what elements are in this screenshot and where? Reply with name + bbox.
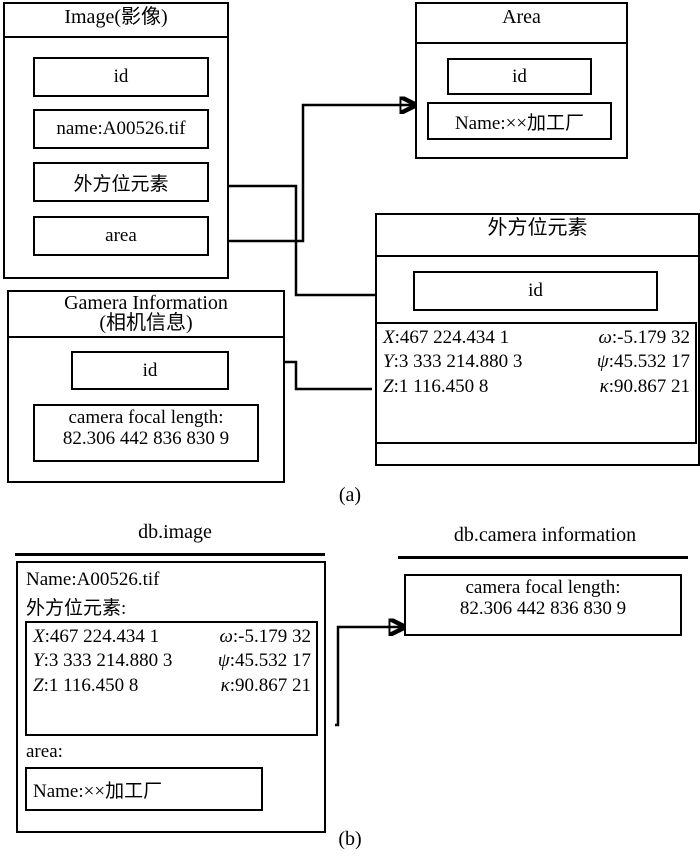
eo-coordinate-row: Y:3 333 214.880 3 ψ:45.532 17 [383,350,690,374]
class-image-title: Image(影像) [5,4,227,38]
db-image-area-value-box[interactable]: Name:××加工厂 [25,767,263,811]
attr-image-exterior-orientation[interactable]: 外方位元素 [33,162,209,202]
db-image-header: db.image [138,521,212,543]
attr-image-id-label: id [113,66,129,87]
attr-camera-id[interactable]: id [71,351,229,390]
eo-coord-y-symbol: Y [383,351,394,373]
db-image-area-value: Name:××加工厂 [33,780,163,802]
eo-coord-psi-symbol: ψ [596,351,609,373]
db-image-coordinate-row: Y:3 333 214.880 3 ψ:45.532 17 [33,649,311,673]
eo-coordinate-row: X:467 224.434 1 ω:-5.179 32 [383,326,690,350]
eo-coord-omega-value: :-5.179 32 [611,327,690,348]
camera-focal-length-label: camera focal length: [68,407,224,428]
db-image-coordinate-row: X:467 224.434 1 ω:-5.179 32 [33,625,311,649]
eo-coord-y-value: :3 333 214.880 3 [393,351,523,373]
eo-coord-omega-symbol: ω [598,327,612,348]
db-coord-x-value: :467 224.434 1 [44,626,160,647]
eo-coord-z-value: :1 116.450 8 [393,375,489,397]
db-camera-focal-length-value: 82.306 442 836 830 9 [459,598,627,620]
db-image-eo-label: 外方位元素: [26,598,127,619]
class-camera-information-title: Gamera Information (相机信息) [9,292,283,338]
class-area-body: id Name:××加工厂 [417,44,626,157]
eo-coord-kappa-value: :90.867 21 [608,375,690,397]
attr-image-exterior-orientation-label: 外方位元素 [73,173,169,195]
class-camera-information-title-line2: (相机信息) [99,312,193,334]
class-exterior-orientation: 外方位元素 id X:467 224.434 1 ω:-5.179 32 Y:3… [375,213,700,466]
attr-area-id[interactable]: id [447,58,592,95]
class-camera-information: Gamera Information (相机信息) id camera foca… [7,290,285,483]
class-exterior-orientation-body: id X:467 224.434 1 ω:-5.179 32 Y:3 333 2… [375,257,698,464]
class-camera-information-title-line1: Gamera Information [64,292,228,314]
db-coord-psi-value: :45.532 17 [229,650,311,672]
wire-dbimage-to-dbcamera [335,627,404,727]
db-image-coordinates-table: X:467 224.434 1 ω:-5.179 32 Y:3 333 214.… [25,621,318,736]
attr-image-name[interactable]: name:A00526.tif [33,109,209,149]
db-coord-kappa-symbol: κ [220,674,230,696]
db-camera-focal-length-label: camera focal length: [465,577,621,598]
class-image-body: id name:A00526.tif 外方位元素 area [5,38,227,277]
db-coord-x-symbol: X [33,626,45,647]
attr-image-name-label: name:A00526.tif [56,118,186,139]
db-image-record: Name:A00526.tif 外方位元素: X:467 224.434 1 ω… [16,561,326,833]
class-area: Area id Name:××加工厂 [415,2,628,159]
attr-image-id[interactable]: id [33,57,209,97]
attr-area-id-label: id [512,65,527,87]
class-area-title: Area [417,4,626,44]
eo-coord-x-symbol: X [383,327,395,348]
eo-coordinate-row: Z:1 116.450 8 κ:90.867 21 [383,375,690,399]
db-image-header-rule [15,553,325,556]
eo-coord-x-value: :467 224.434 1 [394,327,510,348]
db-coord-omega-symbol: ω [219,626,233,647]
db-camera-header: db.camera information [453,524,637,546]
figure-caption-a: (a) [338,484,362,506]
eo-coordinates-table: X:467 224.434 1 ω:-5.179 32 Y:3 333 214.… [375,322,697,444]
db-image-area-label: area: [26,741,63,762]
db-image-name: Name:A00526.tif [26,569,160,590]
attr-image-area-label: area [105,225,137,246]
figure-caption-b: (b) [338,828,362,850]
eo-coord-psi-value: :45.532 17 [608,351,690,373]
db-coord-psi-symbol: ψ [217,650,230,672]
class-image: Image(影像) id name:A00526.tif 外方位元素 area [3,2,229,279]
attr-area-name[interactable]: Name:××加工厂 [427,102,612,140]
db-coord-z-value: :1 116.450 8 [43,674,139,696]
db-coord-omega-value: :-5.179 32 [232,626,311,647]
class-camera-information-body: id camera focal length: 82.306 442 836 8… [9,338,283,481]
attr-area-name-label: Name:××加工厂 [454,112,585,134]
attr-camera-focal-length[interactable]: camera focal length: 82.306 442 836 830 … [33,404,259,462]
db-camera-focal-length-box[interactable]: camera focal length: 82.306 442 836 830 … [404,574,682,636]
db-image-coordinate-row: Z:1 116.450 8 κ:90.867 21 [33,674,311,698]
attr-image-area[interactable]: area [33,216,209,256]
db-camera-header-rule [398,556,688,559]
attr-eo-id-label: id [528,280,543,301]
db-coord-y-symbol: Y [33,650,44,672]
db-coord-z-symbol: Z [33,674,44,696]
db-coord-y-value: :3 333 214.880 3 [43,650,173,672]
eo-coord-z-symbol: Z [383,375,394,397]
camera-focal-length-value: 82.306 442 836 830 9 [62,428,230,450]
attr-camera-id-label: id [142,359,158,381]
eo-coord-kappa-symbol: κ [599,375,609,397]
class-exterior-orientation-title: 外方位元素 [377,215,698,257]
db-coord-kappa-value: :90.867 21 [229,674,311,696]
attr-eo-id[interactable]: id [413,271,658,311]
